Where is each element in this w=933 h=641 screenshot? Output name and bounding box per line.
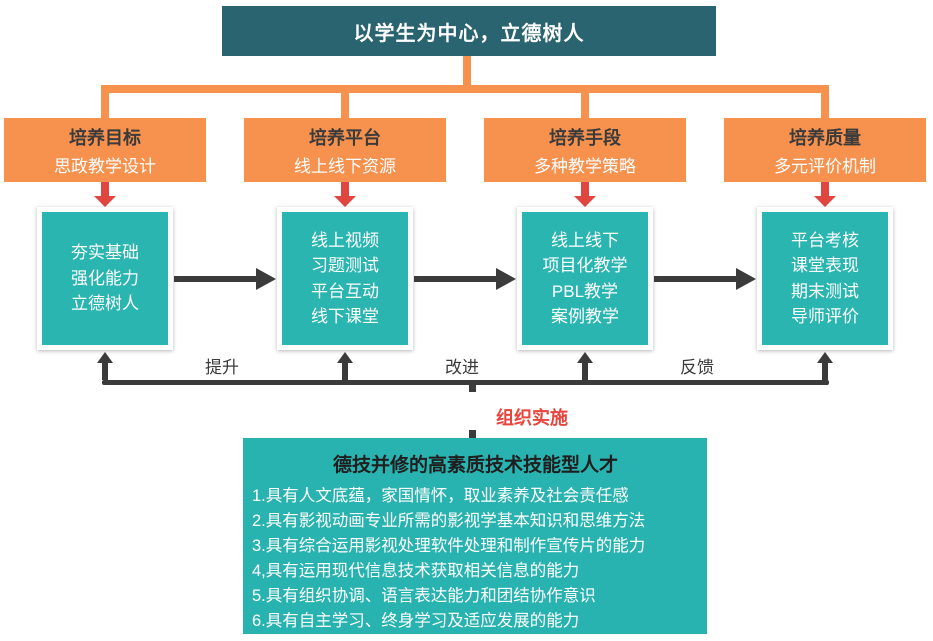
- pillar-subtitle: 多元评价机制: [774, 156, 876, 176]
- text-line: 强化能力: [71, 268, 139, 288]
- down-arrow-icon: [94, 182, 116, 207]
- text-line: 1.具有人文底蕴，家国情怀，取业素养及社会责任感: [252, 487, 629, 505]
- text-line: 案例教学: [551, 307, 619, 326]
- organize-implement-label: 组织实施: [496, 408, 568, 428]
- pillar-header-quality: 培养质量 多元评价机制: [724, 118, 926, 182]
- detail-box-goal: 夯实基础强化能力立德树人: [37, 207, 173, 350]
- connector-drop-3: [581, 90, 589, 118]
- banner-title: 以学生为中心，立德树人: [353, 22, 585, 45]
- connector-drop-2: [341, 90, 349, 118]
- text-line: 习题测试: [311, 256, 379, 275]
- pillar-subtitle: 线上线下资源: [294, 156, 396, 176]
- detail-lines: 平台考核课堂表现期末测试导师评价: [791, 228, 859, 330]
- pillar-title: 培养目标: [69, 127, 141, 148]
- text-line: 线上线下: [551, 230, 619, 250]
- feedback-label-feedback: 反馈: [680, 358, 714, 377]
- pillar-header-method: 培养手段 多种教学策略: [484, 118, 686, 182]
- detail-box-platform: 线上视频习题测试平台互动线下课堂: [277, 207, 413, 350]
- pillar-subtitle: 思政教学设计: [54, 156, 156, 176]
- text-line: 导师评价: [791, 307, 859, 326]
- feedback-label-refine: 改进: [445, 358, 479, 377]
- connector-drop-4: [821, 90, 829, 118]
- text-line: 4,具有运用现代信息技术获取相关信息的能力: [252, 562, 580, 580]
- feedback-bus-line: [102, 380, 829, 385]
- text-line: 课堂表现: [791, 256, 859, 275]
- detail-box-quality: 平台考核课堂表现期末测试导师评价: [757, 207, 893, 350]
- text-line: 线下课堂: [311, 307, 379, 326]
- up-arrow-icon: [97, 352, 113, 380]
- pillar-header-platform: 培养平台 线上线下资源: [244, 118, 446, 182]
- connector-horizontal: [101, 85, 829, 93]
- connector-drop-1: [101, 90, 109, 118]
- right-arrow-icon: [654, 268, 756, 290]
- text-line: 3.具有综合运用影视处理软件处理和制作宣传片的能力: [252, 537, 646, 555]
- text-line: 期末测试: [791, 281, 859, 301]
- pillar-title: 培养质量: [789, 127, 861, 148]
- up-arrow-icon: [337, 352, 353, 380]
- outcome-title: 德技并修的高素质技术技能型人才: [332, 455, 618, 476]
- text-line: PBL教学: [551, 281, 619, 301]
- detail-lines: 线上线下项目化教学 PBL教学案例教学: [543, 228, 628, 330]
- pillar-title: 培养手段: [549, 127, 621, 148]
- pillar-subtitle: 多种教学策略: [534, 156, 636, 176]
- down-arrow-icon: [574, 182, 596, 207]
- bus-center-stub-bottom: [469, 430, 476, 438]
- right-arrow-icon: [414, 268, 516, 290]
- outcome-item-list: 1.具有人文底蕴，家国情怀，取业素养及社会责任感 2.具有影视动画专业所需的影视学…: [252, 484, 699, 634]
- up-arrow-icon: [817, 352, 833, 380]
- text-line: 线上视频: [311, 230, 379, 250]
- text-line: 平台互动: [311, 281, 379, 301]
- text-line: 2.具有影视动画专业所需的影视学基本知识和思维方法: [252, 512, 646, 530]
- down-arrow-icon: [814, 182, 836, 207]
- connector-vertical-top: [463, 56, 471, 87]
- text-line: 5.具有组织协调、语言表达能力和团结协作意识: [252, 587, 596, 605]
- text-line: 立德树人: [71, 294, 139, 314]
- detail-lines: 夯实基础强化能力立德树人: [71, 240, 139, 317]
- bus-center-stub-top: [469, 384, 476, 392]
- down-arrow-icon: [334, 182, 356, 207]
- pillar-header-goal: 培养目标 思政教学设计: [4, 118, 206, 182]
- text-line: 项目化教学: [542, 256, 628, 275]
- feedback-label-improve: 提升: [205, 358, 239, 377]
- up-arrow-icon: [577, 352, 593, 380]
- right-arrow-icon: [174, 268, 276, 290]
- detail-lines: 线上视频习题测试平台互动线下课堂: [311, 228, 379, 330]
- text-line: 夯实基础: [71, 243, 139, 263]
- text-line: 6.具有自主学习、终身学习及适应发展的能力: [252, 612, 580, 630]
- outcome-box: 德技并修的高素质技术技能型人才 1.具有人文底蕴，家国情怀，取业素养及社会责任感…: [243, 438, 707, 634]
- detail-box-method: 线上线下项目化教学 PBL教学案例教学: [517, 207, 653, 350]
- text-line: 平台考核: [791, 230, 859, 250]
- top-banner: 以学生为中心，立德树人: [222, 6, 716, 56]
- pillar-title: 培养平台: [309, 127, 381, 148]
